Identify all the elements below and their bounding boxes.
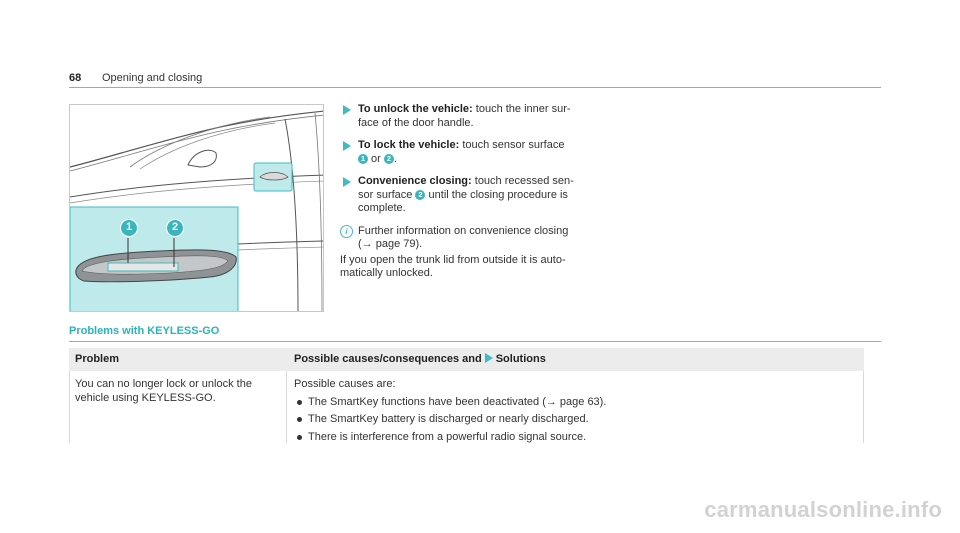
table-cell-causes: Possible causes are: The SmartKey functi… (294, 378, 854, 448)
step-text: complete. (358, 202, 406, 214)
section-title: Problems with KEYLESS-GO (69, 325, 220, 337)
section-rule (69, 341, 881, 342)
column-divider (69, 371, 70, 443)
note-text: If you open the trunk lid from outside i… (340, 253, 566, 266)
arrow-icon (484, 353, 493, 363)
step-convenience-closing: Convenience closing: touch recessed sen-… (340, 175, 595, 216)
note-text: matically unlocked. (340, 267, 433, 279)
callout-badge: 2 (383, 153, 394, 164)
step-lock: To lock the vehicle: touch sensor surfac… (340, 139, 595, 166)
info-note: i Further information on convenience clo… (340, 224, 595, 252)
instructions: To unlock the vehicle: touch the inner s… (340, 103, 595, 281)
callout-badge: 1 (358, 153, 368, 164)
page-link[interactable]: (→ page 79). (358, 238, 423, 250)
cell-text: vehicle using KEYLESS-GO. (75, 391, 216, 404)
table-header: Problem Possible causes/consequences and… (69, 348, 864, 371)
step-text: touch sensor surface (459, 139, 565, 151)
step-heading: To unlock the vehicle: (358, 103, 473, 115)
trunk-note: If you open the trunk lid from outside i… (340, 254, 595, 281)
page-number: 68 (69, 72, 82, 84)
callout-2: 2 (166, 219, 184, 237)
step-text: or (368, 152, 384, 165)
step-arrow-icon (343, 177, 351, 187)
column-header-problem: Problem (75, 353, 120, 365)
step-text: sor surface (358, 188, 416, 201)
step-text: . (393, 152, 397, 165)
step-unlock: To unlock the vehicle: touch the inner s… (340, 103, 595, 130)
column-header-causes: Possible causes/consequences and Solution… (294, 353, 546, 365)
step-text: touch the inner sur- (472, 103, 571, 115)
watermark: carmanualsonline.info (704, 497, 942, 522)
chapter-title: Opening and closing (102, 72, 203, 84)
step-arrow-icon (343, 105, 351, 115)
step-text: until the closing procedure is (425, 188, 568, 201)
column-divider (863, 371, 864, 443)
step-text: face of the door handle. (358, 116, 474, 129)
car-door-drawing (70, 110, 323, 311)
cell-text: You can no longer lock or unlock the (75, 378, 252, 390)
column-header-text: Possible causes/consequences and (294, 353, 482, 365)
header-rule (69, 87, 881, 88)
column-divider (286, 371, 287, 443)
list-item: The SmartKey battery is discharged or ne… (294, 413, 854, 427)
callout-badge: 2 (415, 189, 426, 200)
list-item: The SmartKey functions have been deactiv… (294, 396, 854, 410)
step-text: touch recessed sen- (471, 175, 574, 187)
step-arrow-icon (343, 141, 351, 151)
column-header-text: Solutions (495, 353, 546, 365)
info-text: Further information on convenience closi… (358, 224, 569, 237)
list-item: There is interference from a powerful ra… (294, 431, 854, 445)
causes-list: The SmartKey functions have been deactiv… (294, 396, 854, 445)
step-heading: Convenience closing: (358, 175, 472, 187)
table-cell-problem: You can no longer lock or unlock the veh… (75, 378, 280, 405)
info-icon: i (340, 224, 353, 238)
step-heading: To lock the vehicle: (358, 139, 460, 151)
cell-text: Possible causes are: (294, 378, 396, 390)
callout-1: 1 (120, 219, 138, 237)
door-handle-illustration: 1 2 (69, 104, 324, 312)
